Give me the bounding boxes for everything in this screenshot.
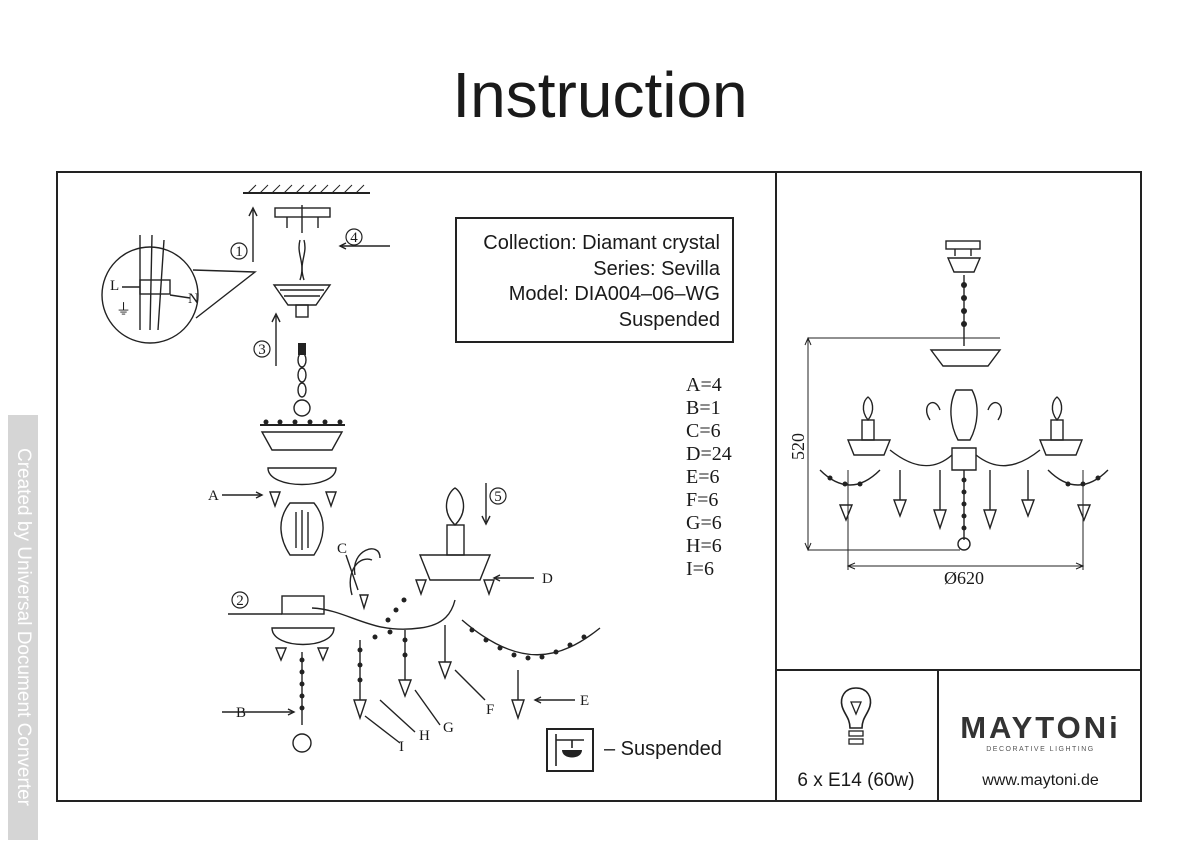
footer-divider [937,669,939,802]
watermark-text: Created by Universal Document Converter [13,448,34,806]
parts-list-item: H=6 [686,535,722,557]
part-c-callout: C [337,541,347,557]
parts-list-item: C=6 [686,420,721,442]
panel-divider-horizontal [775,669,1142,671]
converter-watermark: Created by Universal Document Converter [8,415,38,840]
height-dimension: 520 [788,433,808,460]
page-title: Instruction [452,59,748,131]
parts-list-item: G=6 [686,512,722,534]
series-text: Series: Sevilla [593,257,720,280]
part-h-callout: H [419,728,430,744]
dimension-drawing: 520 Ø620 [788,240,1109,588]
suspended-mount-icon [546,728,594,772]
step-1-label: 1 [235,244,243,260]
step-5-label: 5 [494,489,502,505]
wire-l-label: L [110,278,119,294]
assembly-diagram: 1 3 4 5 2 A B C D E F G H I L N ⏚ [101,184,601,755]
parts-list-item: E=6 [686,466,720,488]
part-f-callout: F [486,702,494,718]
parts-list-item: B=1 [686,397,721,419]
part-d-callout: D [542,571,553,587]
parts-list: A=4 B=1 C=6 D=24 E=6 F=6 G=6 H=6 I=6 [686,374,732,581]
part-a-callout: A [208,488,219,504]
part-g-callout: G [443,720,454,736]
wire-n-label: N [188,291,199,307]
model-text: Model: DIA004–06–WG [508,283,720,305]
step-3-label: 3 [258,342,266,358]
part-b-callout: B [236,705,246,721]
collection-text: Collection: Diamant crystal [483,232,720,254]
parts-list-item: I=6 [686,558,714,580]
earth-symbol: ⏚ [116,301,131,318]
light-bulb-icon [840,687,872,745]
panel-divider-vertical [775,171,777,802]
parts-list-item: D=24 [686,443,732,465]
part-e-callout: E [580,693,589,709]
step-2-label: 2 [236,593,244,609]
parts-list-item: F=6 [686,489,719,511]
mount-type-label: – Suspended [604,738,722,760]
parts-list-item: A=4 [686,374,722,396]
brand-website-link[interactable]: www.maytoni.de [982,772,1099,789]
brand-tagline: DECORATIVE LIGHTING [986,746,1095,753]
type-text: Suspended [618,308,720,331]
part-i-callout: I [399,739,404,755]
brand-logo: MAYTONi [960,710,1121,745]
instruction-frame [56,171,1142,802]
diameter-dimension: Ø620 [944,568,984,588]
step-4-label: 4 [350,230,358,246]
bulb-spec-label: 6 x E14 (60w) [797,770,915,791]
product-info-box: Collection: Diamant crystal Series: Sevi… [455,217,734,343]
